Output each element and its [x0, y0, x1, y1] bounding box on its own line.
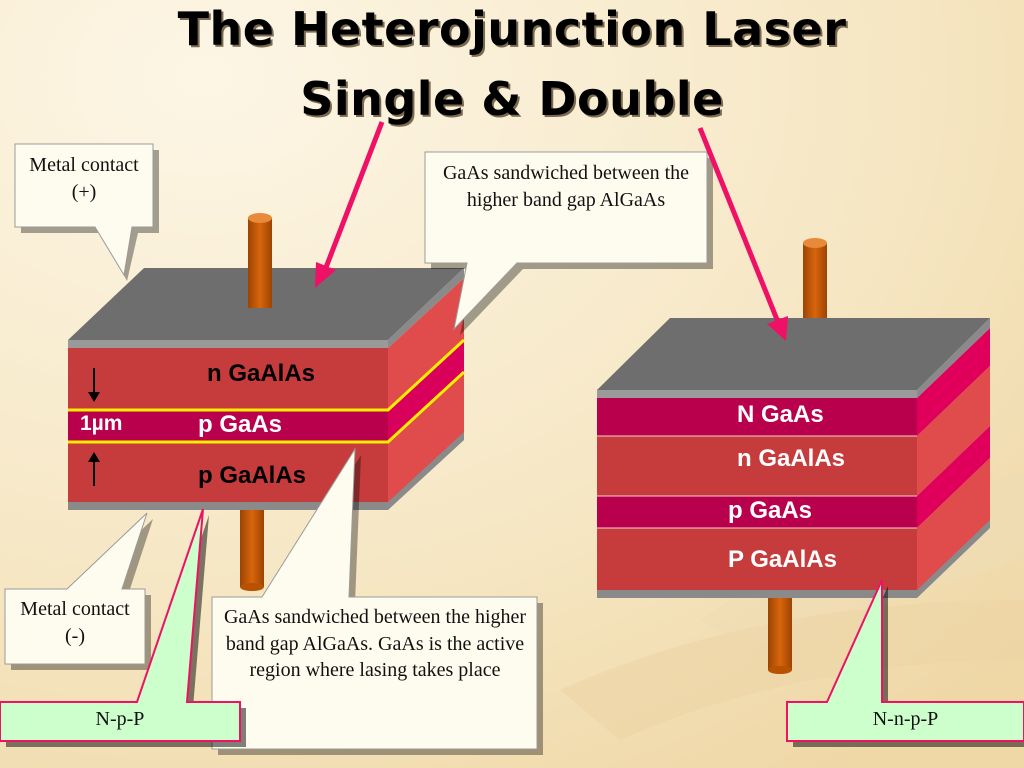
- thickness-arrow-up-icon: [88, 452, 100, 462]
- arrow-head-icon: [315, 262, 336, 288]
- label-n-gaalas: n GaAlAs: [737, 445, 845, 472]
- label-p-gaas: p GaAs: [198, 411, 282, 438]
- callout-sandwich-bottom: GaAs sandwiched between the higher band …: [223, 606, 527, 682]
- double-heterojunction-device: N GaAs n GaAlAs p GaAs P GaAlAs: [597, 238, 990, 674]
- label-double-type: N-n-p-P: [872, 708, 939, 730]
- label-P-gaalas: P GaAlAs: [728, 546, 837, 573]
- top-metal-contact: [597, 318, 990, 390]
- layer-N-gaas-front: [597, 398, 917, 436]
- page-title-line-2: Single & Double: [300, 72, 724, 126]
- bottom-wire-end: [240, 583, 264, 591]
- top-wire-end: [803, 238, 827, 248]
- callout-metal-negative-shape: [4, 512, 153, 670]
- label-p-gaalas: p GaAlAs: [198, 462, 306, 489]
- callout-metal-positive: Metal contact (+): [29, 154, 139, 203]
- layer-P-gaalas-front: [597, 528, 917, 590]
- label-box-double-shape: [786, 579, 1024, 747]
- upper-junction-line: [68, 338, 466, 412]
- top-contact-side-edge: [917, 318, 990, 398]
- layer-n-gaalas-side: [917, 366, 990, 496]
- label-box-single-shape: [0, 508, 246, 747]
- callout-sandwich-bottom-shape: [211, 447, 543, 755]
- layer-p-gaas-side: [917, 426, 990, 528]
- layer-n-gaalas-front: [597, 436, 917, 496]
- callout-metal-negative: Metal contact (-): [20, 598, 130, 647]
- callout-sandwich-top: GaAs sandwiched between the higher band …: [442, 162, 690, 211]
- callout-sandwich-top-shape: [424, 151, 713, 335]
- pointer-arrow-single: [315, 121, 385, 288]
- single-heterojunction-device: n GaAlAs p GaAs p GaAlAs 1µm: [68, 213, 466, 591]
- layer-n-gaalas-side: [388, 278, 464, 410]
- label-single-type: N-p-P: [95, 708, 145, 730]
- lower-junction-line: [68, 370, 466, 444]
- layer-p-gaas-front: [597, 496, 917, 528]
- top-wire: [248, 218, 272, 308]
- layer-n-gaalas-front: [68, 348, 388, 410]
- layer-p-gaas-side: [388, 340, 464, 442]
- pointer-arrow-double: [697, 127, 788, 341]
- layer-p-gaalas-side: [388, 372, 464, 502]
- layer-P-gaalas-side: [917, 458, 990, 590]
- label-thickness: 1µm: [80, 412, 122, 435]
- bottom-wire: [768, 590, 792, 670]
- layer-p-gaas-front: [68, 410, 388, 442]
- callout-metal-positive-shape: [14, 143, 159, 281]
- layer-N-gaas-side: [917, 328, 990, 436]
- top-contact-edge: [597, 390, 917, 398]
- label-p-gaas: p GaAs: [728, 497, 812, 524]
- page-title-line-1: The Heterojunction Laser: [177, 2, 847, 56]
- thickness-arrow-down-icon: [88, 392, 100, 402]
- top-wire: [803, 243, 827, 323]
- label-N-gaas: N GaAs: [737, 401, 824, 428]
- top-contact-edge: [68, 340, 388, 348]
- label-n-gaalas: n GaAlAs: [207, 360, 315, 387]
- arrow-head-icon: [767, 316, 788, 341]
- bottom-wire-end: [768, 666, 792, 674]
- bottom-wire: [240, 505, 264, 587]
- top-contact-side-edge: [388, 268, 464, 348]
- top-wire-end: [248, 213, 272, 223]
